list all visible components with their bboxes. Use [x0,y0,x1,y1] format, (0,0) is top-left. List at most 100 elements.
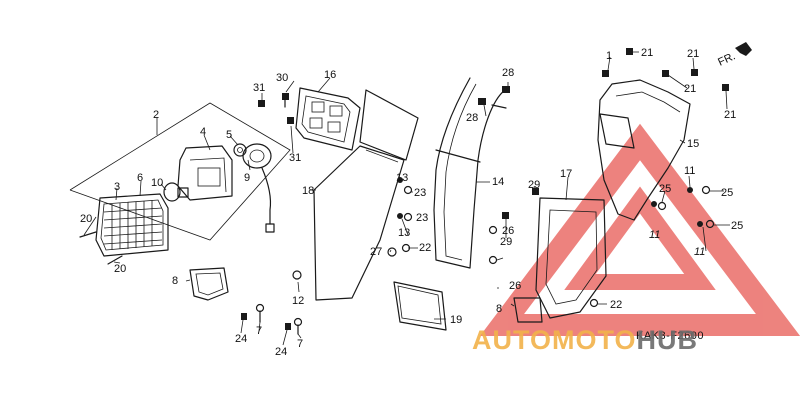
watermark-triangle-outer [479,123,800,336]
part-label-2: 2 [153,109,159,121]
part-label-26a: 26 [502,225,514,237]
lens-screw-lower [107,255,123,265]
gasket-17-inner [545,209,598,305]
bracket-14-inner [443,83,477,261]
lens-inner [100,199,164,251]
part-label-5: 5 [226,129,232,141]
watermark-part1: AUTO [472,325,552,355]
part-label-29b: 29 [500,236,512,248]
part-label-23b: 23 [416,212,428,224]
part-label-15: 15 [687,138,699,150]
part-label-7a: 7 [256,325,262,337]
clip-1 [602,70,609,77]
part-label-13a: 13 [396,172,408,184]
washer-25a [701,185,711,195]
bolt-21c [662,70,669,77]
socket-ring [233,143,247,157]
tail-light-lens [95,193,169,257]
part-label-26b: 26 [509,280,521,292]
watermark-triangle-inner [564,186,716,290]
bolt-30 [282,93,289,100]
lens-screw-upper [79,231,97,238]
wire-harness [242,143,275,233]
reflector-bracket [393,77,506,331]
nut-11c [697,221,703,227]
bolt-28a [478,98,486,105]
part-label-19: 19 [450,314,462,326]
bracket-14-mount [491,104,507,109]
part-label-24b: 24 [275,346,287,358]
part-label-29a: 29 [528,179,540,191]
part-label-24a: 24 [235,333,247,345]
reflector-gasket-left [189,267,229,301]
watermark-part3: HUB [637,325,699,355]
watermark-part2: MOTO [552,325,637,355]
harness-cap [242,143,272,169]
part-label-23a: 23 [414,187,426,199]
part-label-28a: 28 [502,67,514,79]
part-label-25c: 25 [731,220,743,232]
part-label-22a: 22 [419,242,431,254]
part-label-21a: 21 [641,47,653,59]
housing-window [197,167,221,187]
diagram-code: KAK3-F2600 [636,330,704,342]
direction-label: FR. [716,50,737,68]
part-label-31a: 31 [253,82,265,94]
housing-edge [189,157,227,193]
rear-fender [535,48,729,319]
reflector-gasket-right [513,297,543,323]
license-bracket [295,87,419,301]
part-number-labels: 1 2 3 4 5 6 7 7 8 8 9 10 11 11 11 12 13 … [80,47,743,358]
bolt-21b [691,69,698,76]
part-label-30: 30 [276,72,288,84]
bulb-base [177,187,189,198]
part-label-25a: 25 [659,183,671,195]
fasteners-bottom-left [241,303,303,335]
grommet-12 [292,270,302,280]
reflector-19-inner [397,285,442,325]
part-label-6: 6 [137,172,143,184]
tail-light-bulb [163,182,189,202]
washer-23b [403,212,413,222]
bolt-21d [722,84,729,91]
part-label-20a: 20 [80,213,92,225]
tail-light-housing [177,145,233,201]
tail-light-assembly [69,102,291,301]
part-label-8a: 8 [172,275,178,287]
part-label-12: 12 [292,295,304,307]
nut-11a [687,187,693,193]
washer-23a [403,185,413,195]
gasket-outer [189,267,229,301]
fasteners-right [513,185,715,323]
part-label-11a: 11 [684,165,695,177]
bolts-top-center [258,93,302,280]
direction-arrow-icon [735,42,752,56]
part-label-31b: 31 [289,152,301,164]
bracket-16-plate [295,87,361,151]
part-label-25b: 25 [721,187,733,199]
bulb-socket [233,143,247,157]
part-label-3: 3 [114,181,120,193]
part-label-22b: 22 [610,299,622,311]
fender-15-ridge [615,91,681,113]
washer-25b [657,201,667,211]
fender-15-body [597,79,691,221]
reflector-19 [393,281,447,331]
part-label-16: 16 [324,69,336,81]
washer-22b [589,298,599,308]
part-label-11c: 11 [694,246,705,258]
part-label-11b: 11 [649,229,660,241]
plate-18-edge [365,149,399,163]
lens-grid [103,200,163,250]
part-label-7b: 7 [297,338,303,350]
washer-26a [488,225,498,235]
part-label-27: 27 [370,246,382,258]
washer-25c [705,219,715,229]
nut-24a [241,313,247,320]
bracket-16-slot-3 [309,117,323,129]
part-label-9: 9 [244,172,250,184]
harness-connector [265,223,275,233]
part-label-14: 14 [492,176,504,188]
fasteners-center [387,86,539,265]
socket-hole [237,147,243,153]
